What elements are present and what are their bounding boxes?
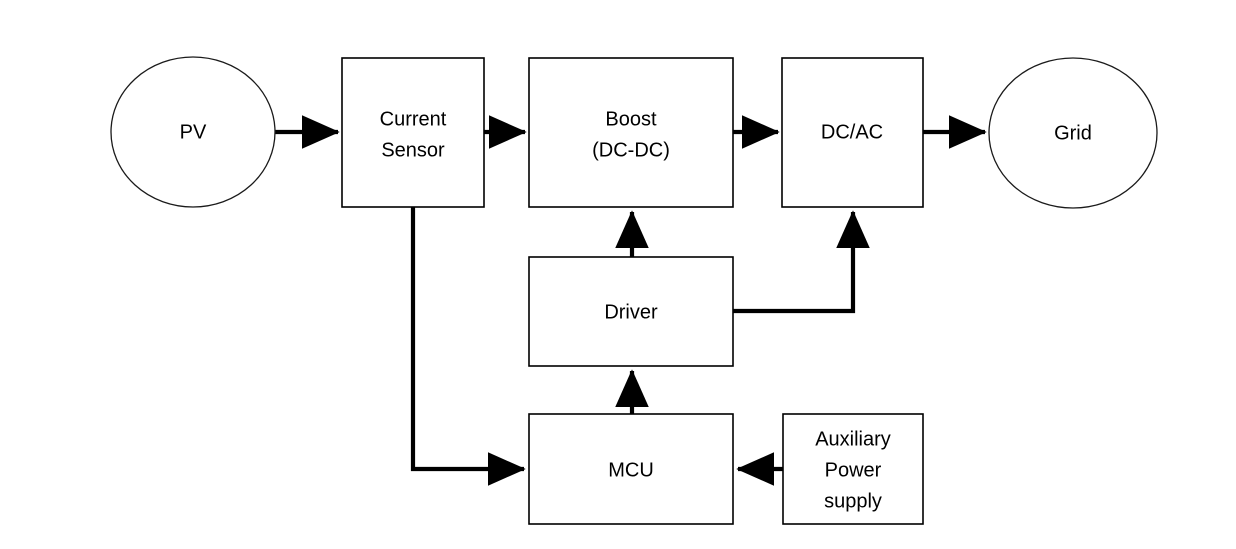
- nodes-layer: PV Current Sensor Boost (DC-DC) DC/AC: [110, 56, 1158, 525]
- node-pv[interactable]: PV: [110, 56, 276, 208]
- node-aux-power[interactable]: Auxiliary Power supply: [782, 413, 924, 525]
- boost-rect: [528, 57, 734, 208]
- boost-label-line2: (DC-DC): [592, 139, 670, 161]
- aux-power-label-line2: Power: [825, 459, 882, 481]
- grid-ellipse: [988, 57, 1158, 209]
- driver-rect: [528, 256, 734, 367]
- connector-driver-to-dc-ac: [733, 210, 870, 314]
- connections-layer: [273, 115, 987, 486]
- node-grid[interactable]: Grid: [988, 57, 1158, 209]
- aux-power-rect: [782, 413, 924, 525]
- dc-ac-rect: [781, 57, 924, 208]
- boost-label-line1: Boost: [605, 108, 657, 130]
- current-sensor-rect: [341, 57, 485, 208]
- node-driver[interactable]: Driver: [528, 256, 734, 367]
- grid-label: Grid: [1054, 122, 1092, 144]
- pv-label: PV: [180, 121, 207, 143]
- aux-power-label-line1: Auxiliary: [815, 428, 891, 450]
- dc-ac-label: DC/AC: [821, 121, 883, 143]
- node-mcu[interactable]: MCU: [528, 413, 734, 525]
- driver-label: Driver: [604, 301, 658, 323]
- current-sensor-label-line2: Sensor: [381, 139, 445, 161]
- pv-ellipse: [110, 56, 276, 208]
- node-current-sensor[interactable]: Current Sensor: [341, 57, 485, 208]
- aux-power-label-line3: supply: [824, 490, 882, 512]
- connector-current-sensor-to-mcu: [410, 207, 526, 486]
- node-boost[interactable]: Boost (DC-DC): [528, 57, 734, 208]
- current-sensor-label-line1: Current: [380, 108, 447, 130]
- mcu-label: MCU: [608, 459, 654, 481]
- mcu-rect: [528, 413, 734, 525]
- node-dc-ac[interactable]: DC/AC: [781, 57, 924, 208]
